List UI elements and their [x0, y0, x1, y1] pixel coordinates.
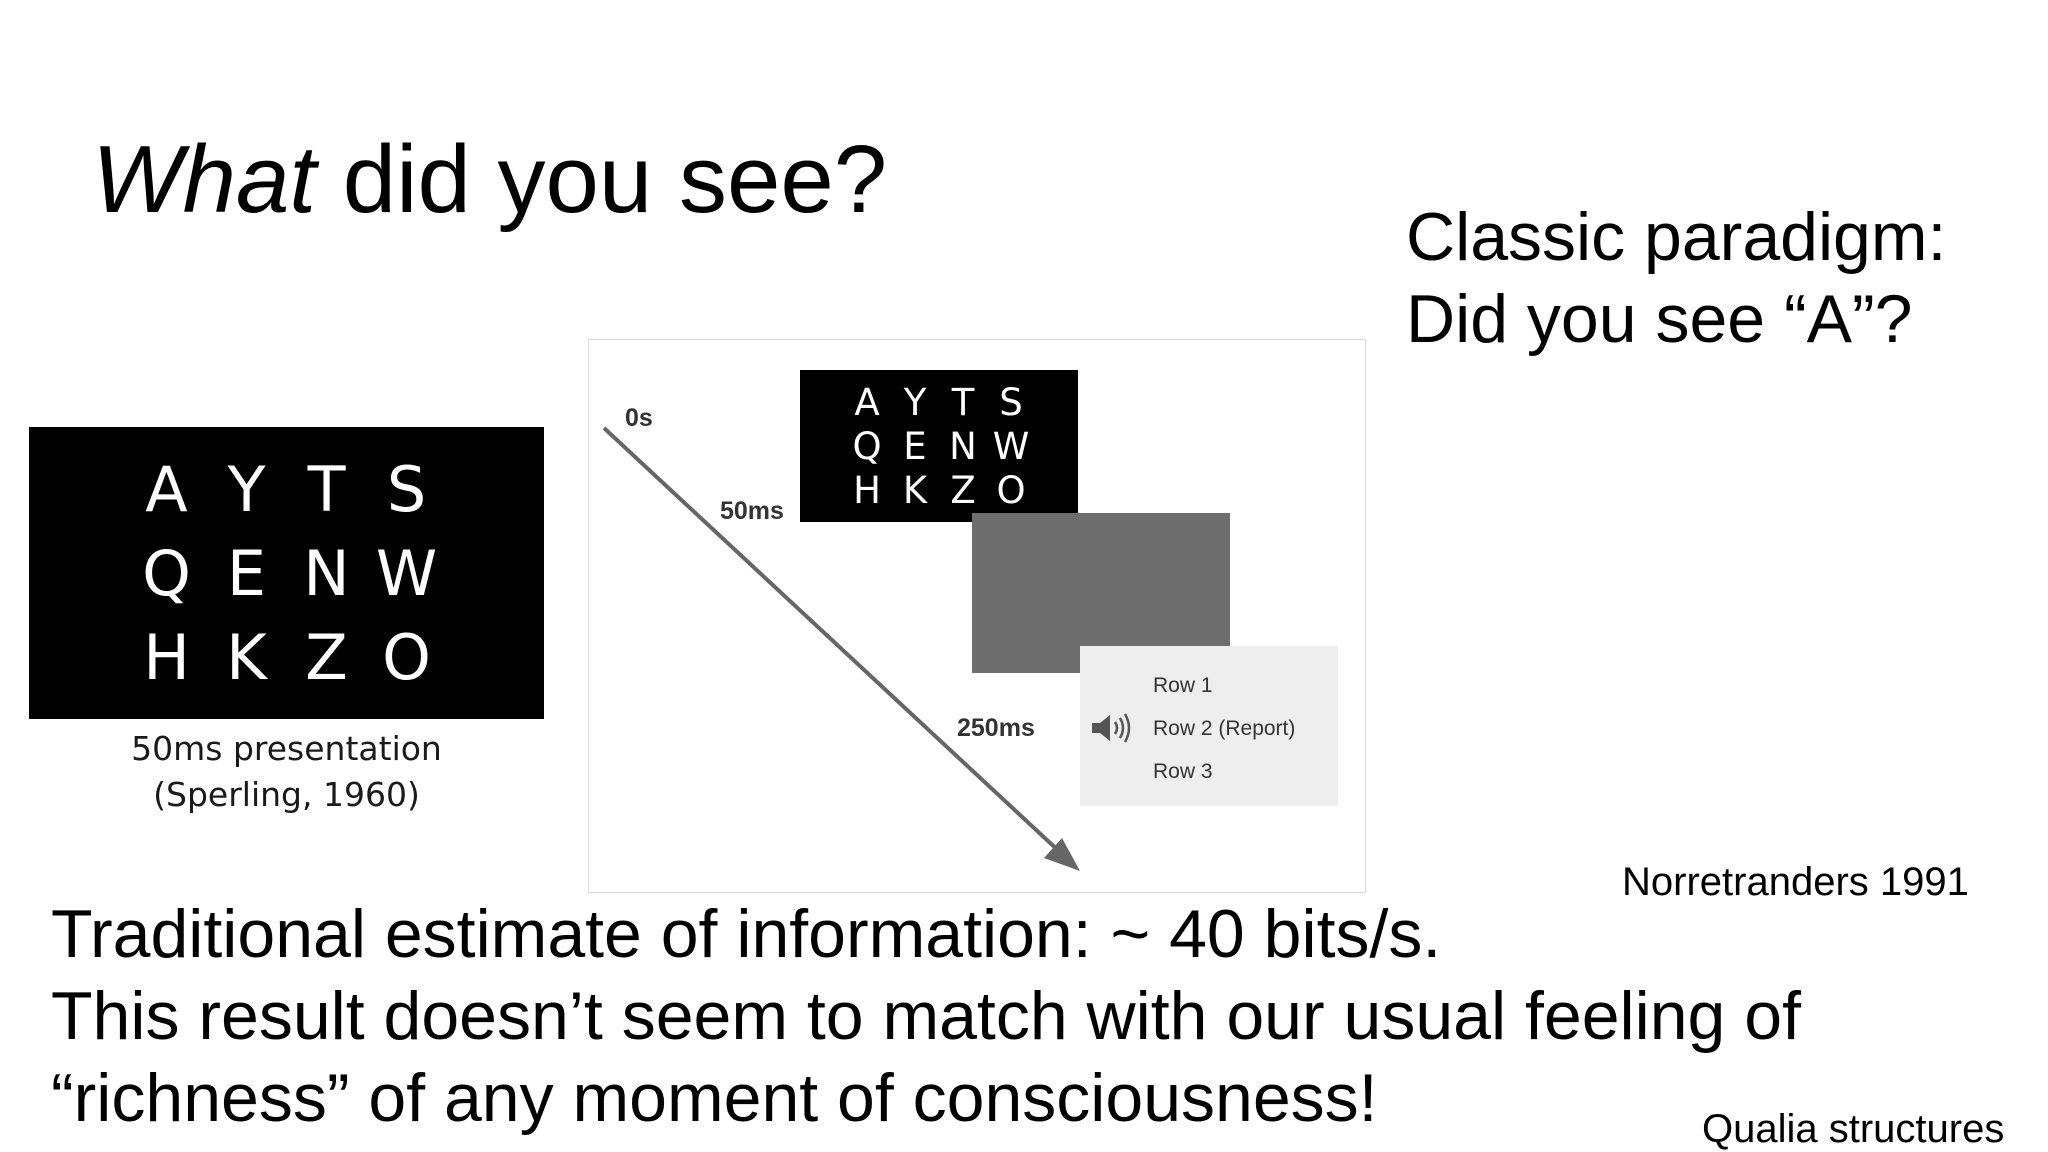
diagram-letter-array: A Y T S Q E N W H K Z O	[800, 370, 1078, 522]
row-3-label: Row 3	[1153, 760, 1213, 783]
footer-label: Qualia structures	[1702, 1107, 2005, 1151]
title-italic: What	[92, 126, 317, 233]
body-line-1: Traditional estimate of information: ~ 4…	[51, 896, 1442, 972]
time-50ms-label: 50ms	[720, 497, 784, 525]
classic-paradigm-heading: Classic paradigm: Did you see “A”?	[1406, 196, 1946, 360]
row-2-label: Row 2 (Report)	[1153, 717, 1296, 740]
letter: S	[999, 380, 1023, 424]
letter: W	[992, 424, 1030, 468]
letter: T	[307, 452, 346, 526]
letter: T	[951, 380, 975, 424]
letter: A	[145, 452, 188, 526]
classic-line-2: Did you see “A”?	[1406, 281, 1913, 357]
letter: K	[902, 468, 928, 512]
letter: Y	[903, 380, 927, 424]
letter: Y	[227, 452, 266, 526]
report-cue-screen: Row 1 Row 2 (Report) Row 3	[1080, 646, 1338, 806]
letter: H	[143, 620, 190, 694]
row-1-label: Row 1	[1153, 674, 1213, 697]
letter: W	[375, 536, 438, 610]
letter: Q	[142, 536, 191, 610]
letter: E	[903, 424, 927, 468]
sperling-letter-array: A Y T S Q E N W H K Z O	[29, 427, 544, 719]
letter: K	[226, 620, 267, 694]
caption-line-1: 50ms presentation	[131, 729, 442, 768]
letter: Q	[852, 424, 882, 468]
sperling-caption: 50ms presentation (Sperling, 1960)	[29, 726, 544, 818]
letter: N	[303, 536, 350, 610]
slide-title: What did you see?	[92, 120, 887, 240]
letter: S	[386, 452, 427, 526]
letter: O	[382, 620, 431, 694]
letter: A	[854, 380, 880, 424]
letter: O	[996, 468, 1026, 512]
caption-line-2: (Sperling, 1960)	[153, 775, 420, 814]
title-rest: did you see?	[316, 126, 888, 233]
letter: H	[853, 468, 881, 512]
letter: Z	[305, 620, 348, 694]
letter: N	[949, 424, 977, 468]
time-250ms-label: 250ms	[957, 714, 1035, 742]
time-0s-label: 0s	[625, 404, 653, 432]
body-text: Traditional estimate of information: ~ 4…	[51, 893, 1801, 1139]
body-line-3: “richness” of any moment of consciousnes…	[51, 1060, 1378, 1136]
letter: Z	[950, 468, 976, 512]
citation: Norretranders 1991	[1622, 860, 1969, 904]
classic-line-1: Classic paradigm:	[1406, 199, 1947, 275]
letter: E	[226, 536, 267, 610]
speaker-icon	[1092, 713, 1131, 743]
body-line-2: This result doesn’t seem to match with o…	[51, 978, 1801, 1054]
